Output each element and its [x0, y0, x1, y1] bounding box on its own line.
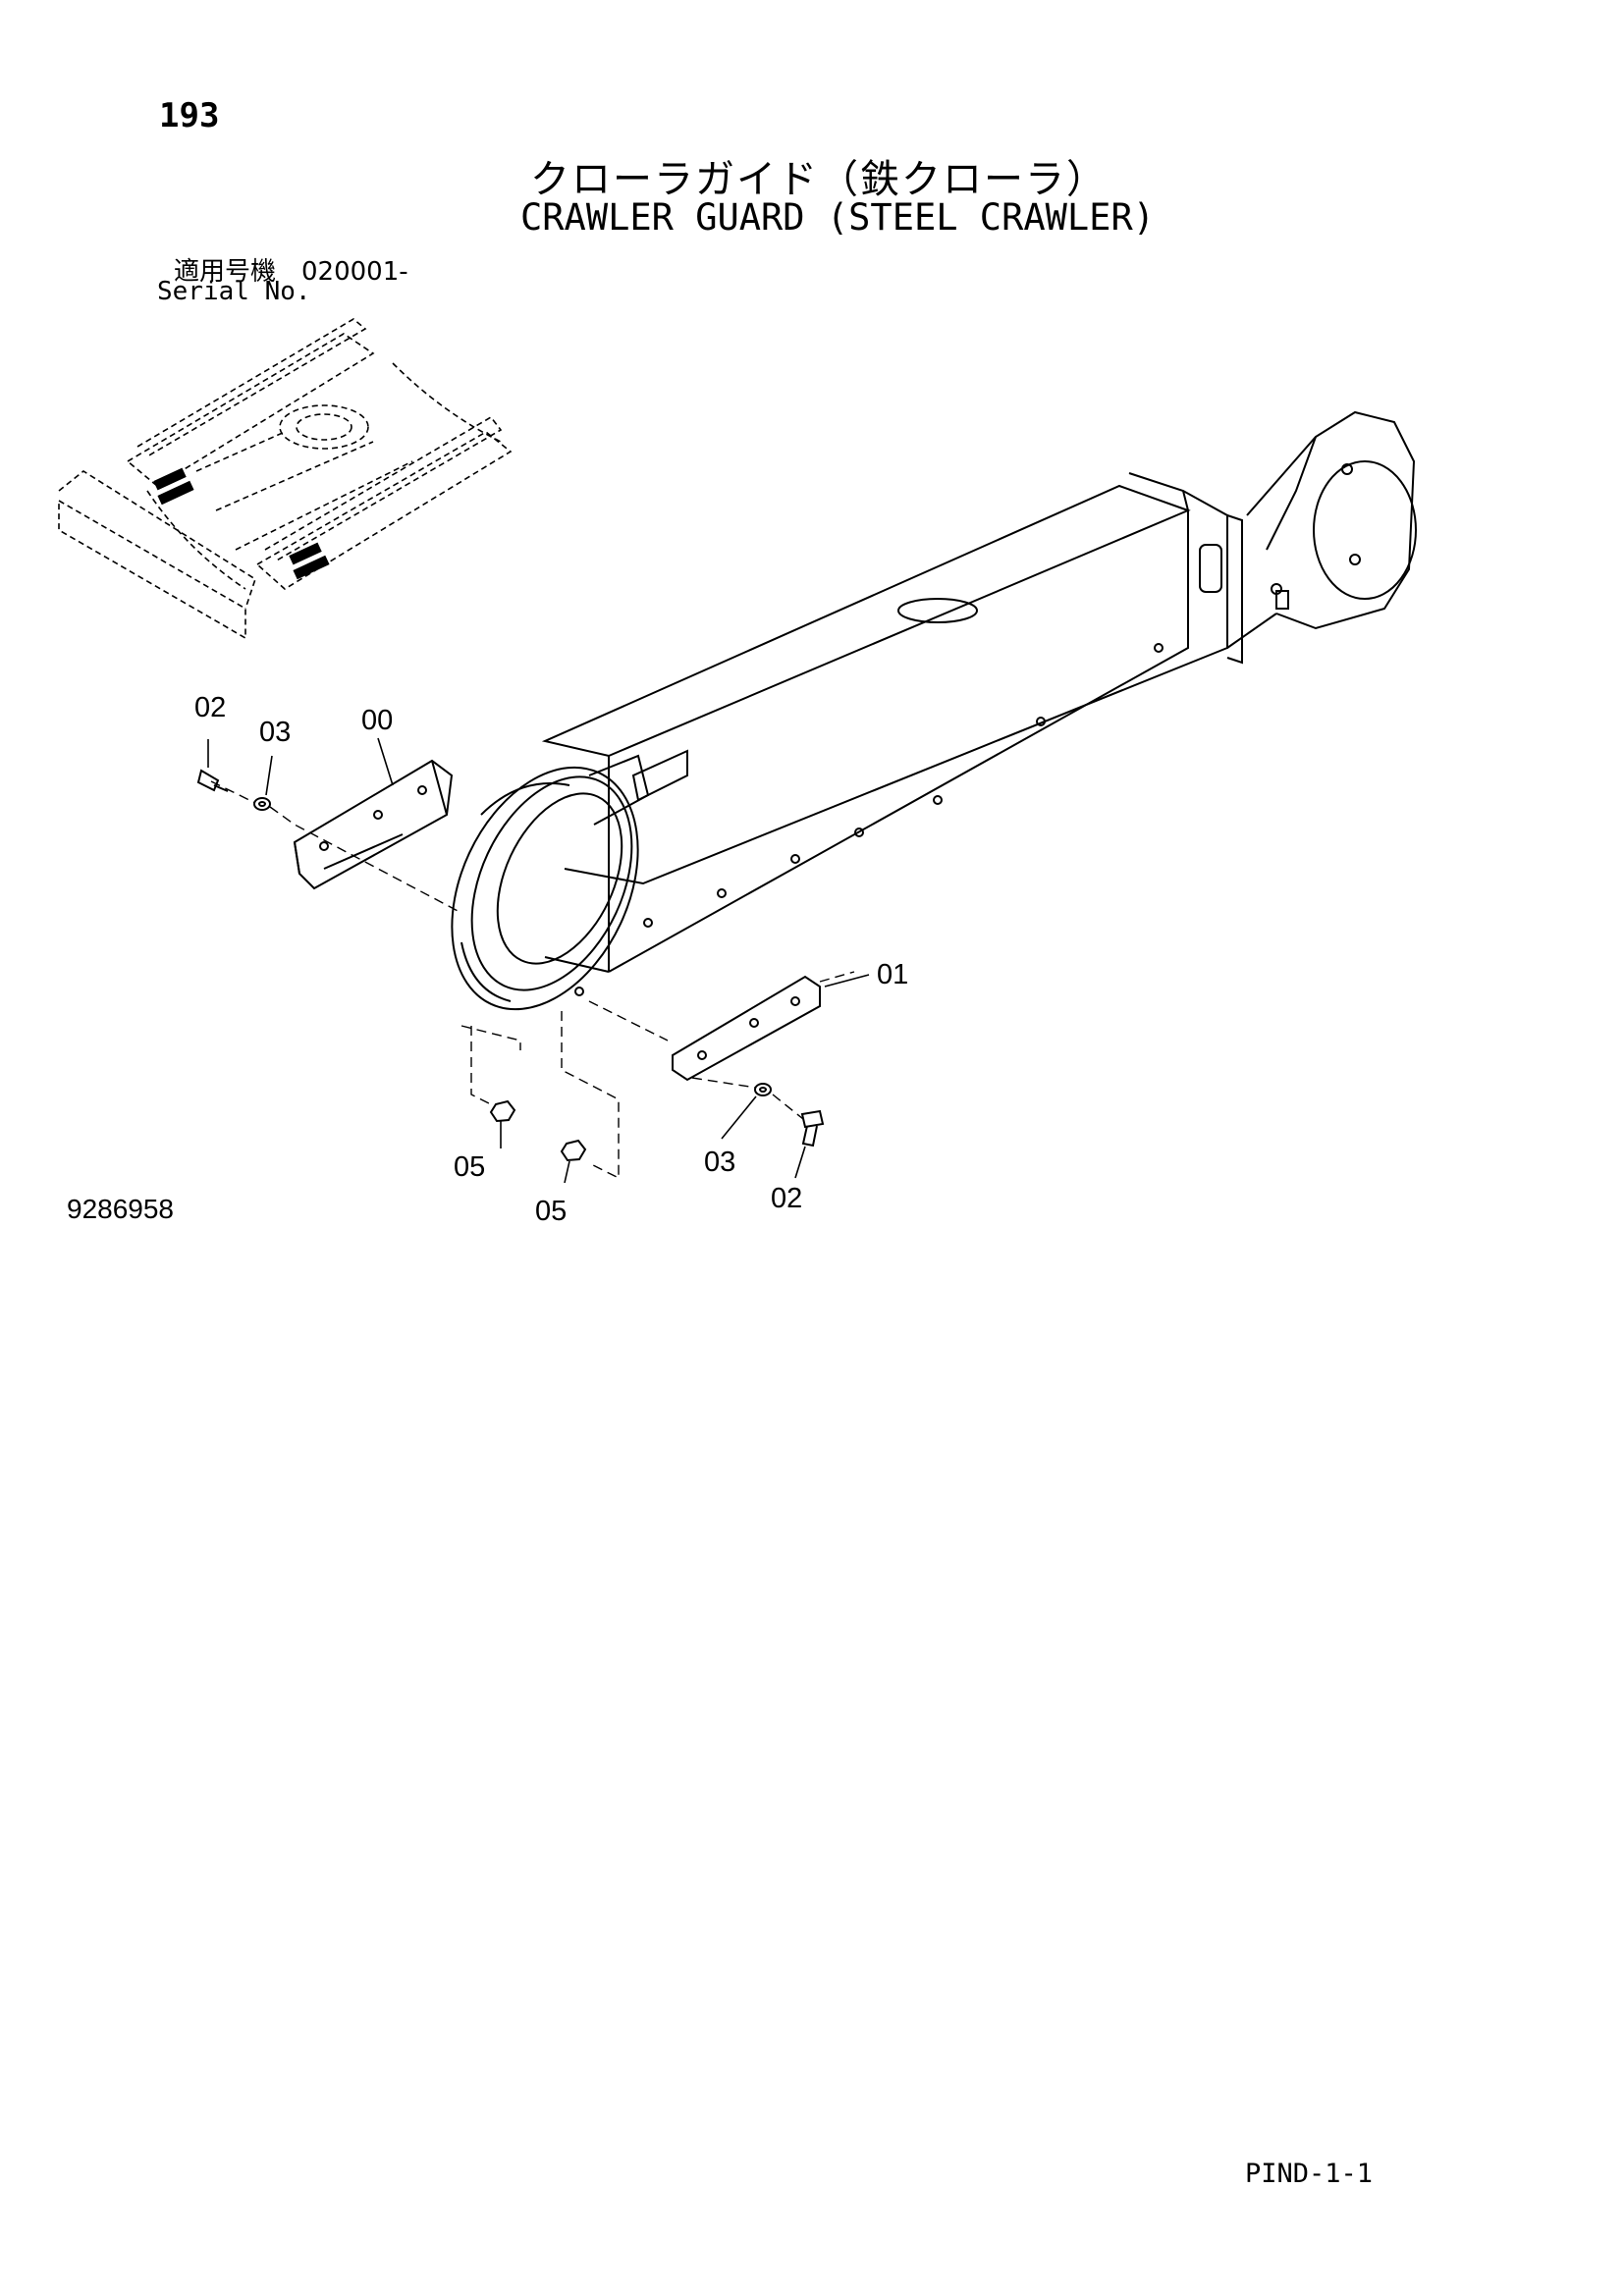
callout-00: 00: [361, 705, 393, 736]
page-code: PIND-1-1: [1245, 2159, 1374, 2189]
inset-guard-highlight: [153, 467, 330, 580]
undercarriage-inset-illustration: [58, 318, 513, 640]
callout-03-left: 03: [259, 717, 291, 748]
bolt-02-left-illustration: [196, 769, 229, 792]
guard-plate-00-illustration: [293, 759, 454, 890]
nut-05-left-illustration: [489, 1099, 516, 1123]
washer-03-right-illustration: [754, 1083, 772, 1096]
washer-03-left-illustration: [253, 797, 271, 811]
serial-number-label: Serial No.: [157, 277, 311, 306]
callout-02-left: 02: [194, 692, 226, 723]
page-title-japanese: クローラガイド（鉄クローラ）: [530, 157, 1108, 202]
serial-range-label: 適用号機 020001-: [174, 257, 408, 287]
nut-05-center-illustration: [560, 1139, 587, 1162]
bolt-02-right-illustration: [800, 1109, 825, 1148]
guard-plate-01-illustration: [672, 975, 821, 1082]
page-title-english: CRAWLER GUARD (STEEL CRAWLER): [520, 196, 1156, 239]
page-number: 193: [159, 96, 220, 135]
callout-05-left: 05: [454, 1151, 485, 1183]
callout-01: 01: [877, 959, 908, 990]
callout-03-right: 03: [704, 1147, 735, 1178]
callout-02-right: 02: [771, 1183, 802, 1214]
idler-wheel-illustration: [451, 754, 650, 1011]
track-frame-illustration: [541, 410, 1417, 996]
drawing-number: 9286958: [67, 1194, 175, 1224]
leader-lines: [207, 737, 870, 1184]
callout-05-center: 05: [535, 1196, 567, 1227]
assembly-lines: [210, 780, 855, 1180]
